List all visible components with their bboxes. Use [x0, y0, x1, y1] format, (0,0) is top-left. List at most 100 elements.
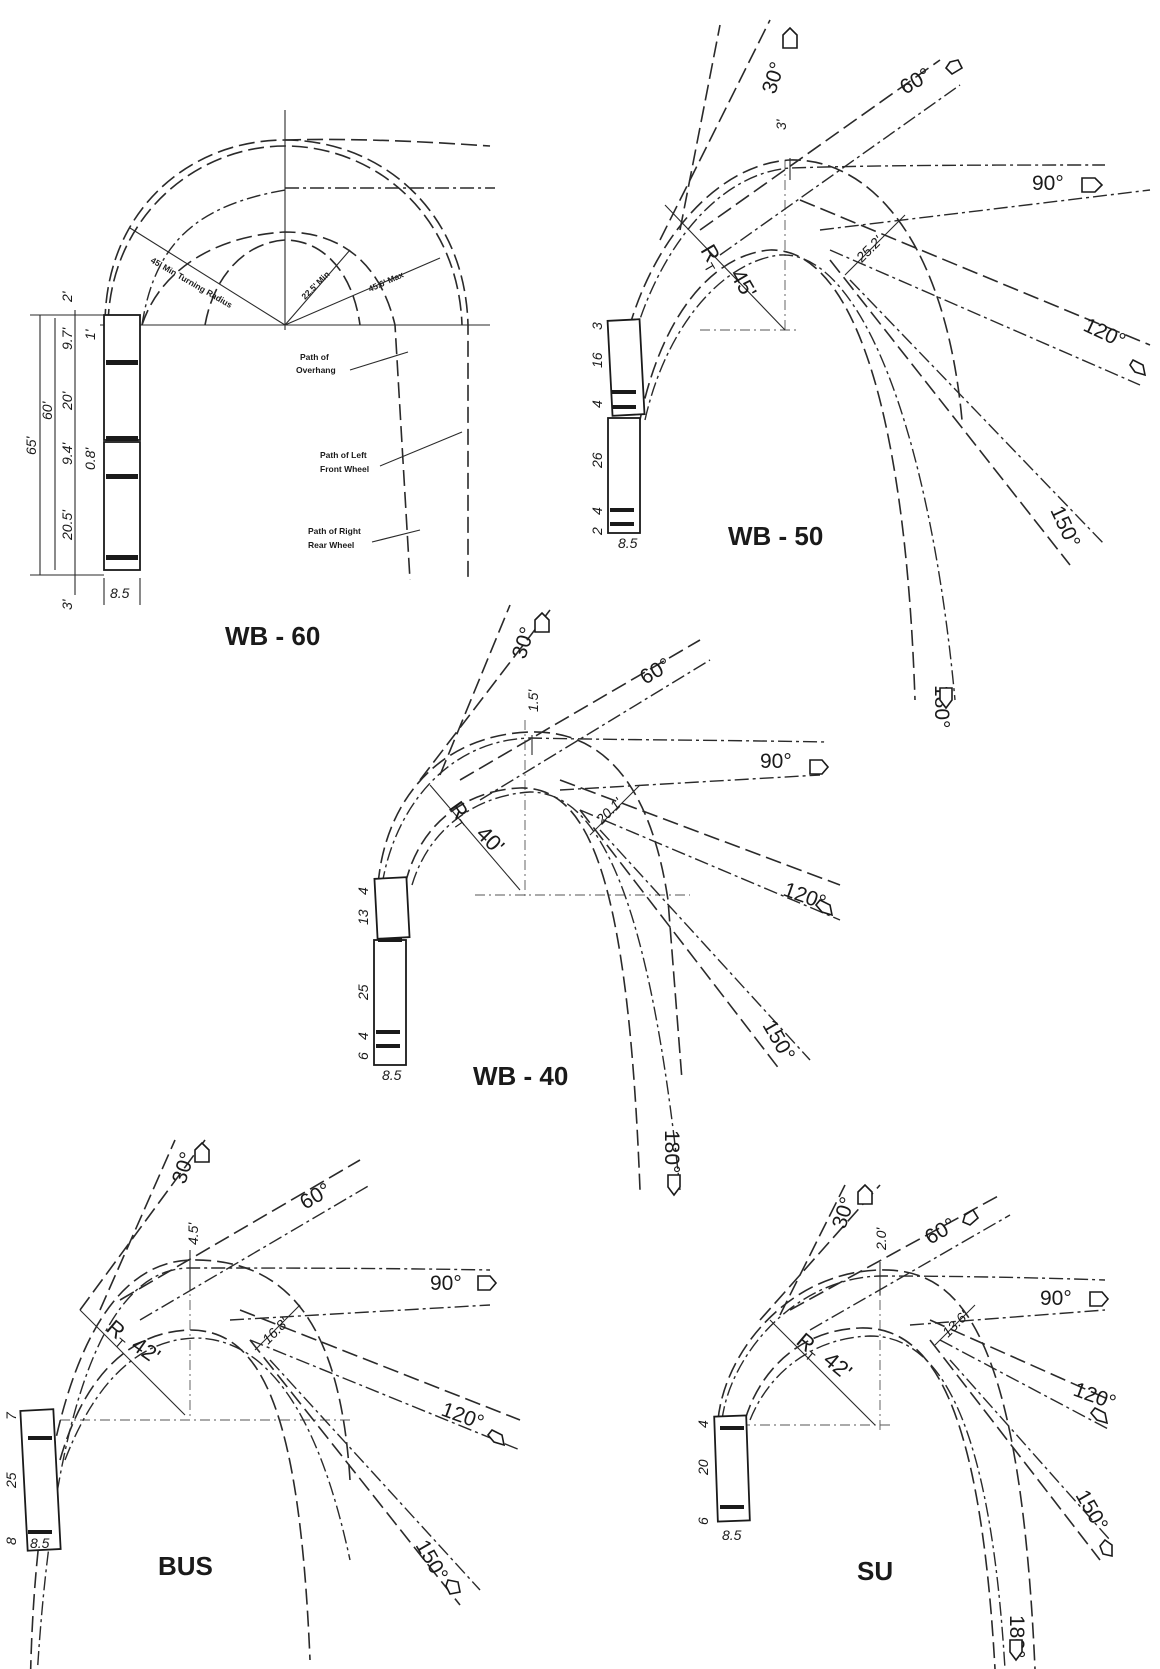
wb40-90-line-b: [559, 774, 821, 791]
wb50-arrow-icon: [939, 687, 953, 710]
wb50-radius-line: [664, 204, 786, 331]
bus-60-line-b: [139, 1184, 371, 1321]
wb60-inner-radius-label: 22.5' Min: [299, 269, 331, 301]
bus-arrow-icon: [486, 1428, 506, 1447]
wb50-angle-120: 120°: [1080, 314, 1129, 353]
wb40-axle: [378, 938, 402, 942]
wb50-axle: [612, 390, 636, 394]
bus-body: [19, 1408, 62, 1552]
wb50-outer-path: [614, 159, 963, 421]
wb60-figure: 45' Min Turning Radius 22.5' Min 45.6' M…: [23, 110, 495, 651]
wb60-note-left-front-1: Path of Left: [320, 450, 367, 460]
su-radius-value: 42': [819, 1347, 857, 1385]
wb50-offset: 3': [773, 118, 789, 130]
wb50-dim: 4: [589, 507, 605, 515]
wb40-axle: [376, 1030, 400, 1034]
wb60-left-front-path: [107, 145, 463, 326]
wb40-outer-path: [377, 731, 683, 1081]
wb50-angle-30: 30°: [758, 59, 790, 96]
bus-120-line: [239, 1309, 521, 1421]
su-dim: 6: [695, 1517, 711, 1525]
bus-arrow-icon: [194, 1141, 210, 1163]
su-arrow-icon: [1089, 1291, 1110, 1307]
wb40-60-line: [459, 639, 701, 781]
wb60-dim-2: 2': [59, 290, 75, 303]
wb40-arrow-icon: [534, 611, 550, 633]
su-arrow-icon: [1089, 1406, 1109, 1425]
bus-angle-90: 90°: [430, 1272, 462, 1295]
bus-rear-axle: [28, 1530, 52, 1534]
wb40-figure: RT 40' 1.5' 20.1' 30° 60° 90° 120° 150° …: [355, 604, 841, 1197]
wb40-dim: 4: [355, 1032, 371, 1040]
wb40-dim: 25: [355, 984, 371, 1001]
su-rear-axle: [720, 1505, 744, 1509]
bus-vehicle-clean: 7 25 8: [3, 1408, 62, 1552]
wb50-150-line: [829, 259, 1071, 566]
wb50-dim: 2: [589, 527, 605, 536]
wb50-tractor-body: [606, 318, 646, 417]
wb50-arrow-icon: [782, 26, 798, 49]
wb50-arrow-icon: [1129, 358, 1147, 377]
wb50-dim: 4: [589, 400, 605, 408]
wb40-120-line-b: [579, 809, 841, 921]
wb40-offset: 1.5': [525, 689, 541, 712]
bus-90-line-b: [229, 1304, 491, 1321]
wb50-90-path: [619, 164, 1106, 416]
wb60-inner-arc: [204, 239, 361, 326]
wb50-trailer-body: [607, 417, 641, 534]
wb60-outer-radius-line: [284, 257, 441, 326]
wb60-sweep: [141, 189, 286, 326]
bus-arrow-icon: [477, 1275, 498, 1291]
wb60-trailer-body: [103, 441, 141, 571]
su-arrow-icon: [1009, 1639, 1023, 1662]
wb60-title: WB - 60: [225, 621, 320, 651]
wb50-spread-line: [844, 214, 906, 276]
su-30-line: [759, 1184, 881, 1321]
wb60-wheelbase: 60': [39, 400, 55, 420]
bus-radius-line: [79, 1309, 186, 1416]
wb60-note-right-rear-1: Path of Right: [308, 526, 361, 536]
wb60-top-tangent: [284, 138, 491, 147]
wb60-dim-3: 3': [59, 598, 75, 610]
su-arrow-icon: [857, 1183, 873, 1205]
bus-front-axle: [28, 1436, 52, 1440]
wb40-angle-60: 60°: [636, 654, 675, 690]
wb40-radius-value: 40': [471, 821, 509, 859]
wb50-angle-60: 60°: [896, 64, 935, 100]
wb50-dim: 16: [589, 352, 605, 368]
wb60-right-rear-leader: [371, 529, 421, 543]
wb60-dim-1: 1': [82, 328, 98, 340]
su-dim: 4: [695, 1420, 711, 1428]
bus-inner-path-outer: [64, 1337, 351, 1561]
su-angle-90: 90°: [1040, 1287, 1072, 1310]
bus-90-path: [36, 1267, 491, 1669]
su-outer-path: [717, 1269, 1036, 1669]
wb40-radius-line: [429, 784, 521, 891]
wb50-120-line: [799, 199, 1151, 346]
wb50-dim: 3: [589, 322, 605, 330]
wb50-180-path: [639, 249, 916, 701]
wb40-dim: 6: [355, 1052, 371, 1060]
wb50-axle: [610, 508, 634, 512]
su-spread-line: [934, 1304, 976, 1346]
su-90-line-b: [909, 1309, 1106, 1326]
su-radius-line: [769, 1319, 876, 1426]
wb60-outer-radius-label: 45.6' Max: [367, 269, 406, 293]
wb50-spread: 25.2': [852, 232, 886, 266]
wb60-note-overhang-2: Overhang: [296, 365, 336, 375]
wb60-overall-length: 65': [23, 435, 39, 455]
wb40-90-path: [381, 737, 826, 886]
bus-dim: 7: [3, 1411, 19, 1420]
su-angle-30: 30°: [828, 1194, 860, 1231]
wb50-width: 8.5: [618, 535, 638, 551]
su-title: SU: [857, 1556, 893, 1586]
wb40-arrow-icon: [814, 898, 834, 917]
wb50-180-path-outer: [644, 254, 956, 701]
bus-offset: 4.5': [185, 1222, 201, 1245]
wb40-spread-line: [589, 784, 641, 836]
su-180-path: [744, 1327, 996, 1669]
wb60-left-front-leader: [379, 431, 463, 467]
wb50-figure: RT 45' 3' 25.2' 30° 60° 90° 120° 150° 18…: [589, 19, 1151, 728]
